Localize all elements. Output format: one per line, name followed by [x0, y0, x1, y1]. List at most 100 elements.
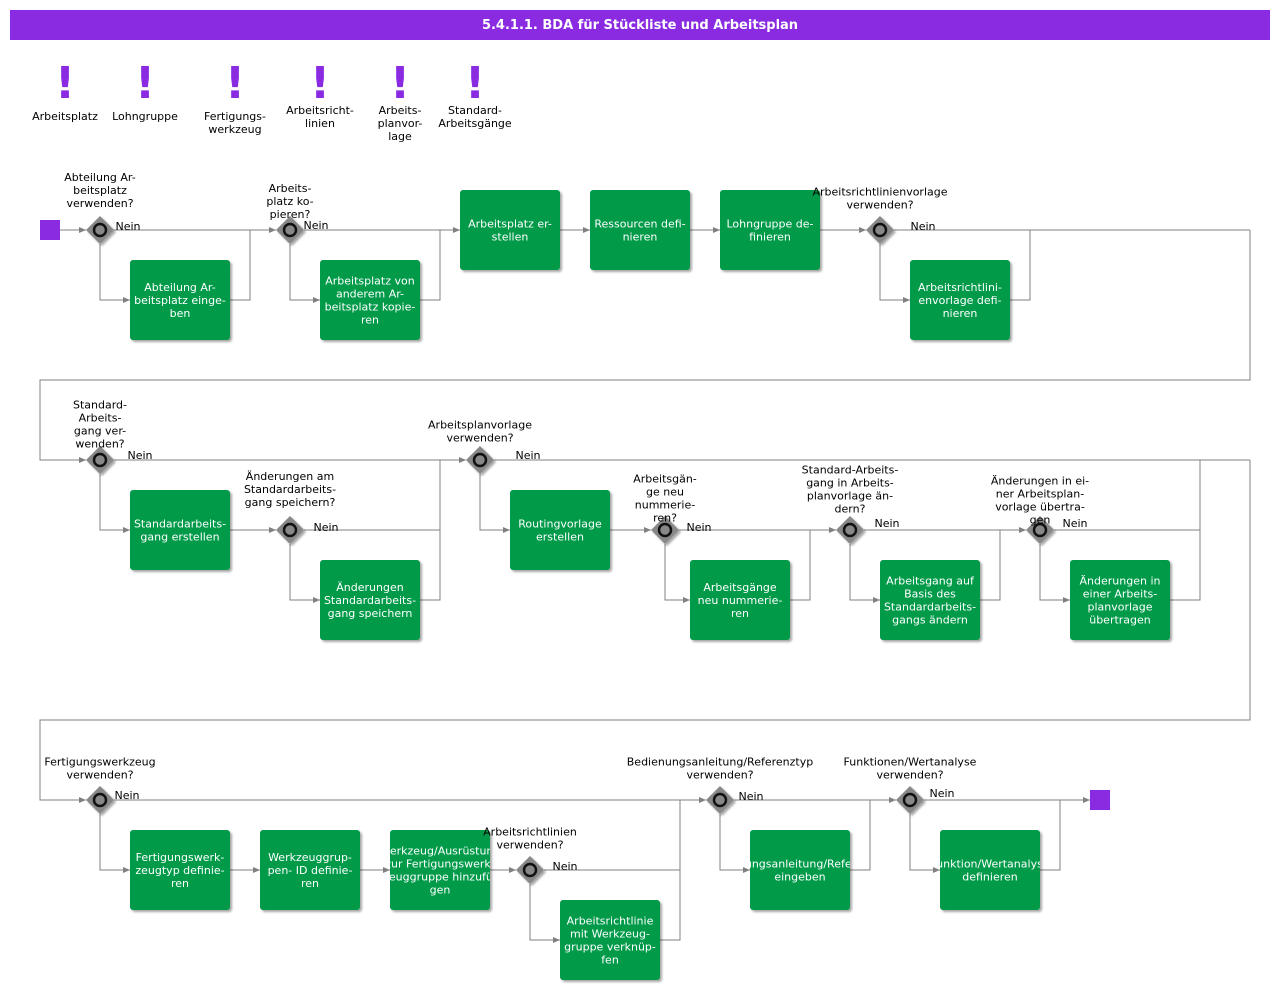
task-box[interactable]	[690, 560, 790, 640]
legend-label: Arbeitsplatz	[32, 110, 98, 123]
gateway-ring-icon	[92, 792, 108, 808]
no-label: Nein	[910, 220, 935, 233]
no-label: Nein	[686, 521, 711, 534]
task-box[interactable]	[260, 830, 360, 910]
no-label: Nein	[115, 220, 140, 233]
no-label: Nein	[874, 517, 899, 530]
gateway-diamond[interactable]	[896, 786, 924, 814]
task-box[interactable]	[880, 560, 980, 640]
gateway-ring-icon	[282, 222, 298, 238]
exclamation-icon: !	[55, 58, 75, 109]
gateway-question: Standard-Arbeits-gang in Arbeits-planvor…	[802, 464, 899, 516]
no-label: Nein	[114, 789, 139, 802]
no-label: Nein	[1062, 517, 1087, 530]
task-box[interactable]	[390, 830, 490, 910]
gateway-diamond[interactable]	[836, 516, 864, 544]
sequence-flow	[909, 814, 940, 873]
task-box[interactable]	[130, 260, 230, 340]
legend-label: Fertigungs-werkzeug	[204, 110, 266, 136]
sequence-flow	[420, 460, 441, 601]
gateway-ring-icon	[472, 452, 488, 468]
no-label: Nein	[127, 449, 152, 462]
no-label: Nein	[515, 449, 540, 462]
gateway-diamond[interactable]	[276, 216, 304, 244]
exclamation-icon: !	[465, 58, 485, 109]
sequence-flow	[1040, 800, 1061, 871]
gateway-diamond[interactable]	[86, 786, 114, 814]
no-label: Nein	[929, 787, 954, 800]
gateway-ring-icon	[522, 862, 538, 878]
task-box[interactable]	[720, 190, 820, 270]
gateway-diamond[interactable]	[86, 446, 114, 474]
task-label: Fertigungswerk-zeugtyp definie-ren	[135, 851, 224, 890]
sequence-flow	[790, 527, 836, 601]
task-box[interactable]	[560, 900, 660, 980]
task-box[interactable]	[940, 830, 1040, 910]
gateway-diamond[interactable]	[1026, 516, 1054, 544]
gateway-diamond[interactable]	[466, 446, 494, 474]
task-box[interactable]	[590, 190, 690, 270]
exclamation-icon: !	[390, 58, 410, 109]
gateway-question: Standard-Arbeits-gang ver-wenden?	[73, 399, 127, 451]
exclamation-icon: !	[225, 58, 245, 109]
task-box[interactable]	[460, 190, 560, 270]
sequence-flow	[719, 814, 750, 873]
task-box[interactable]	[320, 560, 420, 640]
no-label: Nein	[313, 521, 338, 534]
sequence-flow	[39, 230, 1251, 463]
gateway-diamond[interactable]	[516, 856, 544, 884]
sequence-flow	[1010, 230, 1031, 301]
legend-label: Standard-Arbeitsgänge	[438, 104, 512, 130]
gateway-ring-icon	[92, 452, 108, 468]
gateway-ring-icon	[902, 792, 918, 808]
task-box[interactable]	[910, 260, 1010, 340]
sequence-flow	[664, 544, 690, 603]
task-box[interactable]	[130, 830, 230, 910]
gateway-diamond[interactable]	[651, 516, 679, 544]
end-event[interactable]	[1090, 790, 1110, 810]
task-box[interactable]	[320, 260, 420, 340]
sequence-flow	[849, 544, 880, 603]
sequence-flows	[39, 227, 1251, 943]
gateway-diamond[interactable]	[706, 786, 734, 814]
task-box[interactable]	[130, 490, 230, 570]
legend-label: Arbeitsricht-linien	[286, 104, 354, 130]
gateway-ring-icon	[872, 222, 888, 238]
sequence-flow	[980, 527, 1026, 601]
gateway-question: Arbeits-platz ko-pieren?	[266, 182, 313, 221]
exclamation-icon: !	[310, 58, 330, 109]
task-label: Arbeitsrichtlini-envorlage defi-nieren	[918, 281, 1002, 320]
gateway-diamond[interactable]	[276, 516, 304, 544]
task-box[interactable]	[510, 490, 610, 570]
sequence-flow	[114, 229, 251, 301]
sequence-flow	[304, 229, 441, 301]
sequence-flow	[1170, 460, 1201, 601]
task-box[interactable]	[750, 830, 850, 910]
gateway-diamond[interactable]	[866, 216, 894, 244]
task-box[interactable]	[1070, 560, 1170, 640]
task-label: Standardarbeits-gang erstellen	[134, 518, 226, 544]
sequence-flow	[879, 244, 910, 303]
start-event[interactable]	[40, 220, 60, 240]
sequence-flow	[660, 797, 706, 941]
gateway-ring-icon	[712, 792, 728, 808]
sequence-flow	[479, 474, 510, 533]
legend-label: Lohngruppe	[112, 110, 178, 123]
exclamation-icon: !	[135, 58, 155, 109]
gateway-diamond[interactable]	[86, 216, 114, 244]
gateway-ring-icon	[282, 522, 298, 538]
gateway-ring-icon	[92, 222, 108, 238]
